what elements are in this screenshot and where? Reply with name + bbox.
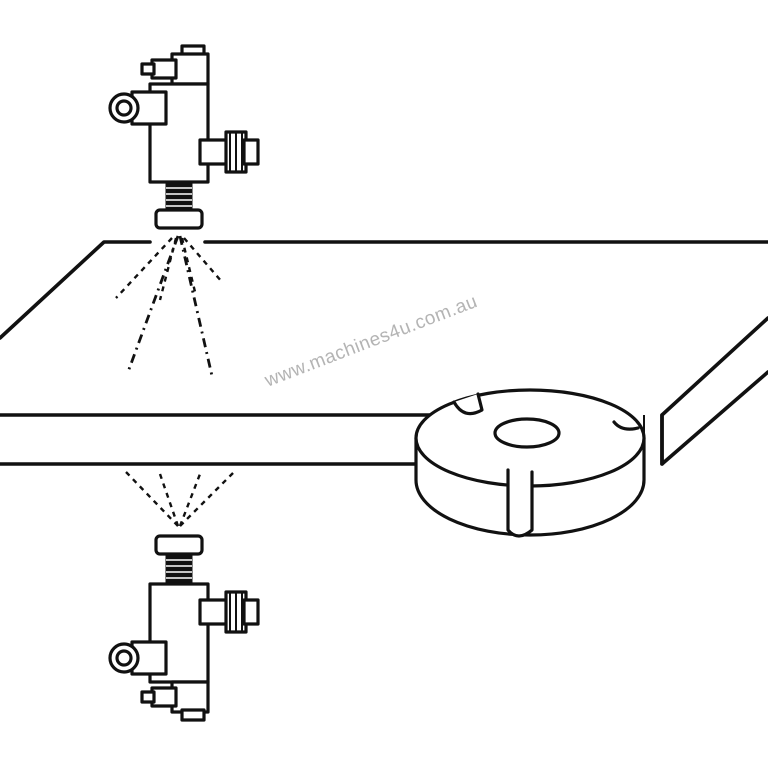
cutter-slot-front — [506, 468, 534, 538]
upper-spray-nozzle-icon — [108, 44, 260, 230]
board-right-side — [660, 316, 768, 466]
upper-spray — [115, 235, 223, 377]
lower-spray-nozzle-icon — [108, 534, 260, 722]
cutter-slot-right — [612, 420, 640, 431]
cutter-head-icon — [414, 388, 646, 538]
cutter-bore — [493, 417, 561, 449]
cutter-slot-left — [452, 392, 484, 416]
lower-spray — [125, 469, 237, 527]
workpiece-board — [0, 240, 768, 466]
board-top-edge-left — [0, 240, 152, 340]
